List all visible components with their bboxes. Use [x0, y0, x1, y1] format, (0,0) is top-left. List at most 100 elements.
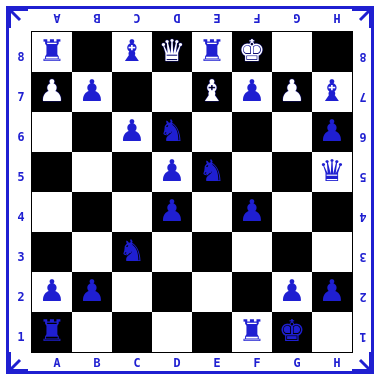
- square-h3[interactable]: [312, 232, 352, 272]
- square-e3[interactable]: [192, 232, 232, 272]
- file-label-top: A: [37, 11, 77, 25]
- black-queen-icon[interactable]: ♛: [152, 32, 192, 72]
- square-b8[interactable]: [72, 32, 112, 72]
- square-a4[interactable]: [32, 192, 72, 232]
- square-g6[interactable]: [272, 112, 312, 152]
- square-g8[interactable]: [272, 32, 312, 72]
- square-c1[interactable]: [112, 312, 152, 352]
- white-bishop-icon[interactable]: ♝: [312, 72, 352, 112]
- square-f5[interactable]: [232, 152, 272, 192]
- square-e2[interactable]: [192, 272, 232, 312]
- square-f1[interactable]: ♜: [232, 312, 272, 352]
- white-pawn-icon[interactable]: ♟: [312, 272, 352, 312]
- black-pawn-icon[interactable]: ♟: [72, 72, 112, 112]
- square-d8[interactable]: ♛: [152, 32, 192, 72]
- black-rook-icon[interactable]: ♜: [192, 32, 232, 72]
- square-g7[interactable]: ♟: [272, 72, 312, 112]
- square-f2[interactable]: [232, 272, 272, 312]
- square-h5[interactable]: ♛: [312, 152, 352, 192]
- square-c4[interactable]: [112, 192, 152, 232]
- square-d3[interactable]: [152, 232, 192, 272]
- square-b3[interactable]: [72, 232, 112, 272]
- square-d7[interactable]: [152, 72, 192, 112]
- square-g2[interactable]: ♟: [272, 272, 312, 312]
- square-a7[interactable]: ♟: [32, 72, 72, 112]
- square-h4[interactable]: [312, 192, 352, 232]
- square-f8[interactable]: ♚: [232, 32, 272, 72]
- square-e6[interactable]: [192, 112, 232, 152]
- black-knight-icon[interactable]: ♞: [192, 152, 232, 192]
- rank-label-right: 8: [356, 37, 370, 77]
- square-f3[interactable]: [232, 232, 272, 272]
- square-b2[interactable]: ♟: [72, 272, 112, 312]
- square-e4[interactable]: [192, 192, 232, 232]
- square-b4[interactable]: [72, 192, 112, 232]
- square-a2[interactable]: ♟: [32, 272, 72, 312]
- square-d5[interactable]: ♟: [152, 152, 192, 192]
- square-b7[interactable]: ♟: [72, 72, 112, 112]
- black-pawn-icon[interactable]: ♟: [32, 72, 72, 112]
- square-h7[interactable]: ♝: [312, 72, 352, 112]
- black-pawn-icon[interactable]: ♟: [112, 112, 152, 152]
- square-b1[interactable]: [72, 312, 112, 352]
- square-d6[interactable]: ♞: [152, 112, 192, 152]
- white-rook-icon[interactable]: ♜: [232, 312, 272, 352]
- black-pawn-icon[interactable]: ♟: [312, 112, 352, 152]
- file-label-bottom: D: [157, 356, 197, 370]
- white-rook-icon[interactable]: ♜: [32, 312, 72, 352]
- square-d4[interactable]: ♟: [152, 192, 192, 232]
- black-pawn-icon[interactable]: ♟: [152, 152, 192, 192]
- square-a3[interactable]: [32, 232, 72, 272]
- square-f4[interactable]: ♟: [232, 192, 272, 232]
- corner-ornament: [8, 8, 28, 28]
- black-king-icon[interactable]: ♚: [232, 32, 272, 72]
- square-a1[interactable]: ♜: [32, 312, 72, 352]
- square-c2[interactable]: [112, 272, 152, 312]
- square-e1[interactable]: [192, 312, 232, 352]
- square-d2[interactable]: [152, 272, 192, 312]
- square-h2[interactable]: ♟: [312, 272, 352, 312]
- square-h8[interactable]: [312, 32, 352, 72]
- square-b6[interactable]: [72, 112, 112, 152]
- square-e7[interactable]: ♝: [192, 72, 232, 112]
- square-g4[interactable]: [272, 192, 312, 232]
- rank-label-right: 1: [356, 317, 370, 357]
- square-h1[interactable]: [312, 312, 352, 352]
- white-pawn-icon[interactable]: ♟: [32, 272, 72, 312]
- square-a6[interactable]: [32, 112, 72, 152]
- square-c6[interactable]: ♟: [112, 112, 152, 152]
- square-f6[interactable]: [232, 112, 272, 152]
- white-pawn-icon[interactable]: ♟: [72, 272, 112, 312]
- white-queen-icon[interactable]: ♛: [312, 152, 352, 192]
- black-pawn-icon[interactable]: ♟: [272, 72, 312, 112]
- black-bishop-icon[interactable]: ♝: [192, 72, 232, 112]
- square-c7[interactable]: [112, 72, 152, 112]
- file-label-bottom: C: [117, 356, 157, 370]
- square-c3[interactable]: ♞: [112, 232, 152, 272]
- white-king-icon[interactable]: ♚: [272, 312, 312, 352]
- square-g3[interactable]: [272, 232, 312, 272]
- chess-board: ♜♝♛♜♚♟♟♝♟♟♝♟♞♟♟♞♛♟♟♞♟♟♟♟♜♜♚: [31, 31, 353, 353]
- square-h6[interactable]: ♟: [312, 112, 352, 152]
- black-pawn-icon[interactable]: ♟: [232, 72, 272, 112]
- square-a8[interactable]: ♜: [32, 32, 72, 72]
- rank-label-left: 4: [14, 197, 28, 237]
- white-pawn-icon[interactable]: ♟: [152, 192, 192, 232]
- white-pawn-icon[interactable]: ♟: [232, 192, 272, 232]
- square-c5[interactable]: [112, 152, 152, 192]
- square-a5[interactable]: [32, 152, 72, 192]
- square-b5[interactable]: [72, 152, 112, 192]
- square-g1[interactable]: ♚: [272, 312, 312, 352]
- black-bishop-icon[interactable]: ♝: [112, 32, 152, 72]
- square-g5[interactable]: [272, 152, 312, 192]
- rank-label-right: 2: [356, 277, 370, 317]
- square-e5[interactable]: ♞: [192, 152, 232, 192]
- black-rook-icon[interactable]: ♜: [32, 32, 72, 72]
- square-c8[interactable]: ♝: [112, 32, 152, 72]
- square-d1[interactable]: [152, 312, 192, 352]
- white-pawn-icon[interactable]: ♟: [272, 272, 312, 312]
- square-f7[interactable]: ♟: [232, 72, 272, 112]
- white-knight-icon[interactable]: ♞: [112, 232, 152, 272]
- square-e8[interactable]: ♜: [192, 32, 232, 72]
- black-knight-icon[interactable]: ♞: [152, 112, 192, 152]
